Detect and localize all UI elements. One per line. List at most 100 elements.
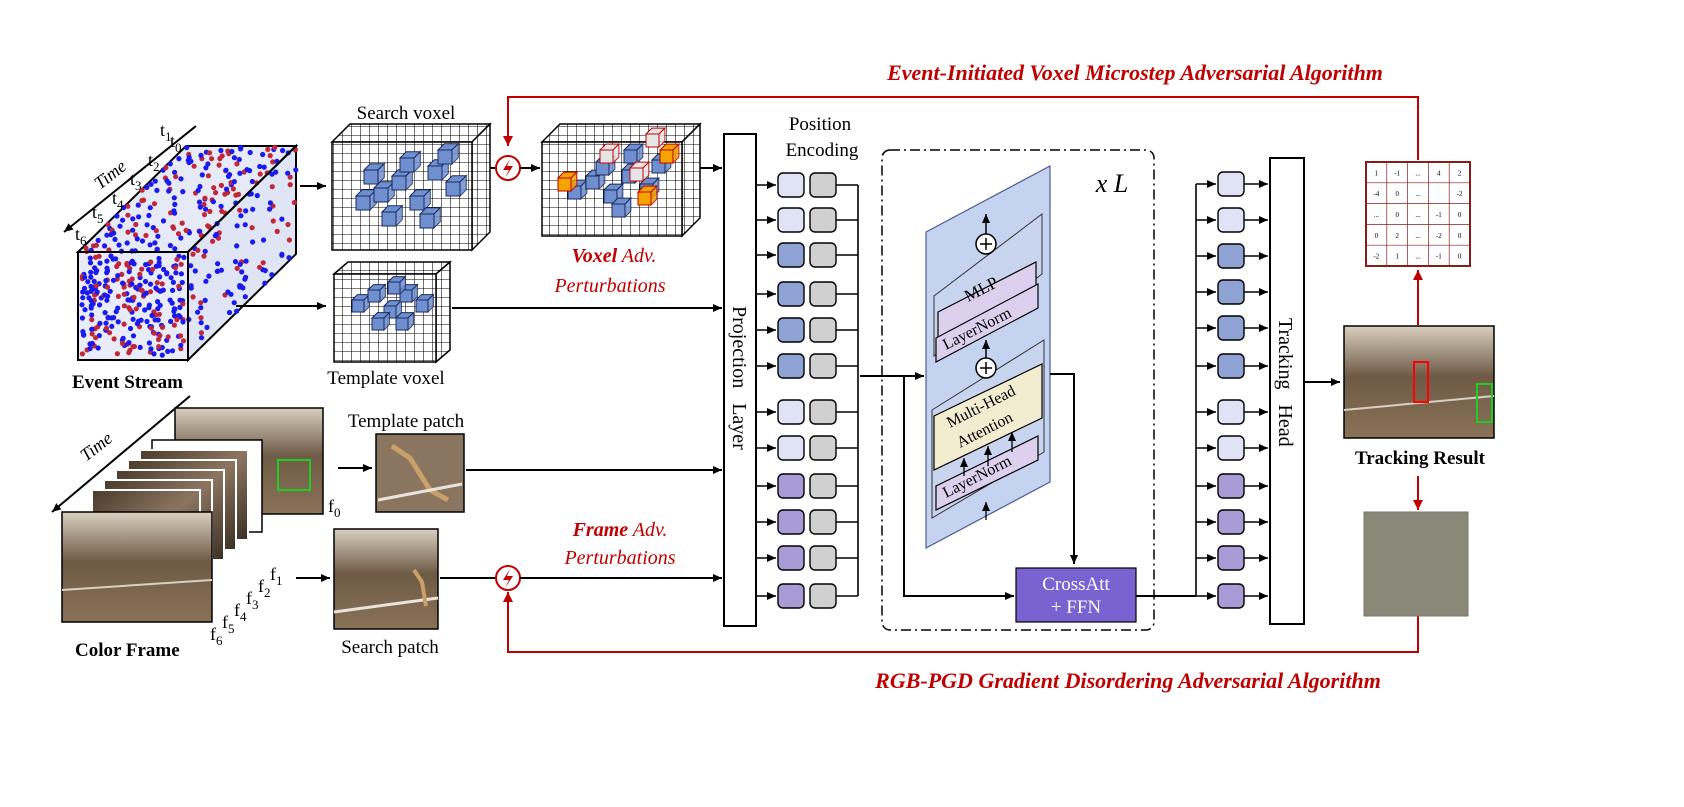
frame-tick-label: f0 [328, 496, 341, 520]
input-token [777, 509, 805, 535]
matrix-cell: 0 [1458, 211, 1462, 219]
input-token [777, 172, 805, 198]
matrix-cell: ... [1415, 211, 1421, 219]
output-token [1217, 545, 1245, 571]
position-token [809, 399, 837, 425]
position-encoding-line2: Encoding [786, 140, 859, 161]
matrix-cell: 1 [1395, 253, 1399, 261]
template-patch [375, 433, 465, 513]
position-encoding-line1: Position [789, 114, 852, 135]
output-token [1217, 315, 1245, 341]
event-tick-label: t6 [75, 224, 87, 248]
output-token [1217, 509, 1245, 535]
position-token [809, 317, 837, 343]
matrix-cell: ... [1415, 253, 1421, 261]
transformer-repeat-box [881, 149, 1155, 631]
svg-text:CrossAtt: CrossAtt [1042, 574, 1110, 595]
template-patch-label: Template patch [348, 411, 465, 432]
tracking-result-image [1343, 325, 1495, 439]
output-token-column [1195, 171, 1268, 609]
svg-text:+ FFN: + FFN [1051, 597, 1102, 618]
output-token [1217, 207, 1245, 233]
repeat-label: x L [1095, 169, 1129, 198]
frame-perturb-label: Frame Adv. [572, 519, 668, 541]
adversarial-bbox [1413, 361, 1429, 403]
event-tick-label: t2 [148, 150, 160, 174]
frame-tick-label: f2 [258, 576, 271, 600]
frame-perturb-icon [495, 565, 521, 591]
template-voxel [331, 260, 453, 364]
projection-layer-box [723, 133, 757, 627]
position-token [809, 172, 837, 198]
top-algorithm-title: Event-Initiated Voxel Microstep Adversar… [886, 60, 1383, 85]
search-voxel [330, 122, 492, 252]
frame-time-label: Time [76, 428, 116, 465]
matrix-cell: 1 [1375, 169, 1379, 177]
input-token [777, 473, 805, 499]
input-token [777, 583, 805, 609]
matrix-cell: ... [1374, 211, 1380, 219]
input-token [777, 353, 805, 379]
input-token [777, 281, 805, 307]
input-token [777, 545, 805, 571]
bottom-algorithm-title: RGB-PGD Gradient Disordering Adversarial… [874, 668, 1381, 693]
matrix-cell: -2 [1436, 232, 1442, 240]
voxel-perturb-label: Voxel Adv. [572, 245, 657, 267]
matrix-cell: 2 [1395, 232, 1399, 240]
tracking-head-label: Tracking Head [1274, 318, 1296, 447]
position-token [809, 435, 837, 461]
event-time-label: Time [90, 156, 130, 193]
event-time-axis [63, 125, 197, 233]
matrix-cell: 0 [1395, 190, 1399, 198]
matrix-cell: ... [1415, 232, 1421, 240]
matrix-cell: -1 [1394, 169, 1400, 177]
top-feedback-arrow [503, 96, 1419, 160]
add-bottom-icon [975, 357, 997, 379]
event-tick-label: t0 [170, 131, 182, 155]
output-token [1217, 353, 1245, 379]
template-bbox [277, 459, 311, 491]
matrix-cell: -4 [1373, 190, 1379, 198]
tracking-head-box [1269, 157, 1305, 625]
search-voxel-label: Search voxel [357, 103, 456, 124]
position-token [809, 509, 837, 535]
ground-truth-bbox [1476, 383, 1493, 423]
projection-layer-label: Projection Layer [728, 306, 750, 450]
position-token [809, 545, 837, 571]
matrix-cell: -1 [1436, 211, 1442, 219]
tracking-result-label: Tracking Result [1355, 448, 1486, 469]
input-token-column [756, 172, 859, 609]
matrix-cell: 0 [1395, 211, 1399, 219]
template-voxel-label: Template voxel [327, 368, 444, 389]
matrix-cell: -2 [1457, 190, 1463, 198]
input-token [777, 242, 805, 268]
perturbed-search-voxel [540, 122, 702, 238]
matrix-cell: -2 [1373, 253, 1379, 261]
voxel-perturb-label-2: Perturbations [553, 275, 665, 297]
color-frame-stack [61, 407, 324, 623]
frame-tick-label: f3 [246, 588, 259, 612]
output-token [1217, 243, 1245, 269]
event-tick-label: t4 [112, 188, 124, 212]
output-token [1217, 473, 1245, 499]
event-stream-cube [75, 143, 299, 363]
add-top-icon [975, 233, 997, 255]
matrix-cell: 0 [1458, 253, 1462, 261]
position-token [809, 207, 837, 233]
matrix-cell: 0 [1458, 232, 1462, 240]
output-token [1217, 171, 1245, 197]
output-token [1217, 399, 1245, 425]
search-patch-label: Search patch [341, 637, 439, 658]
position-token [809, 583, 837, 609]
frame-tick-label: f1 [270, 564, 283, 588]
matrix-cell: 2 [1458, 169, 1462, 177]
color-frame-label: Color Frame [75, 640, 180, 661]
matrix-cell: -1 [1436, 253, 1442, 261]
adversarial-noise-patch [1364, 512, 1468, 616]
frame-perturb-label-2: Perturbations [563, 547, 675, 569]
position-token [809, 242, 837, 268]
input-token [777, 435, 805, 461]
matrix-cell: ... [1415, 169, 1421, 177]
